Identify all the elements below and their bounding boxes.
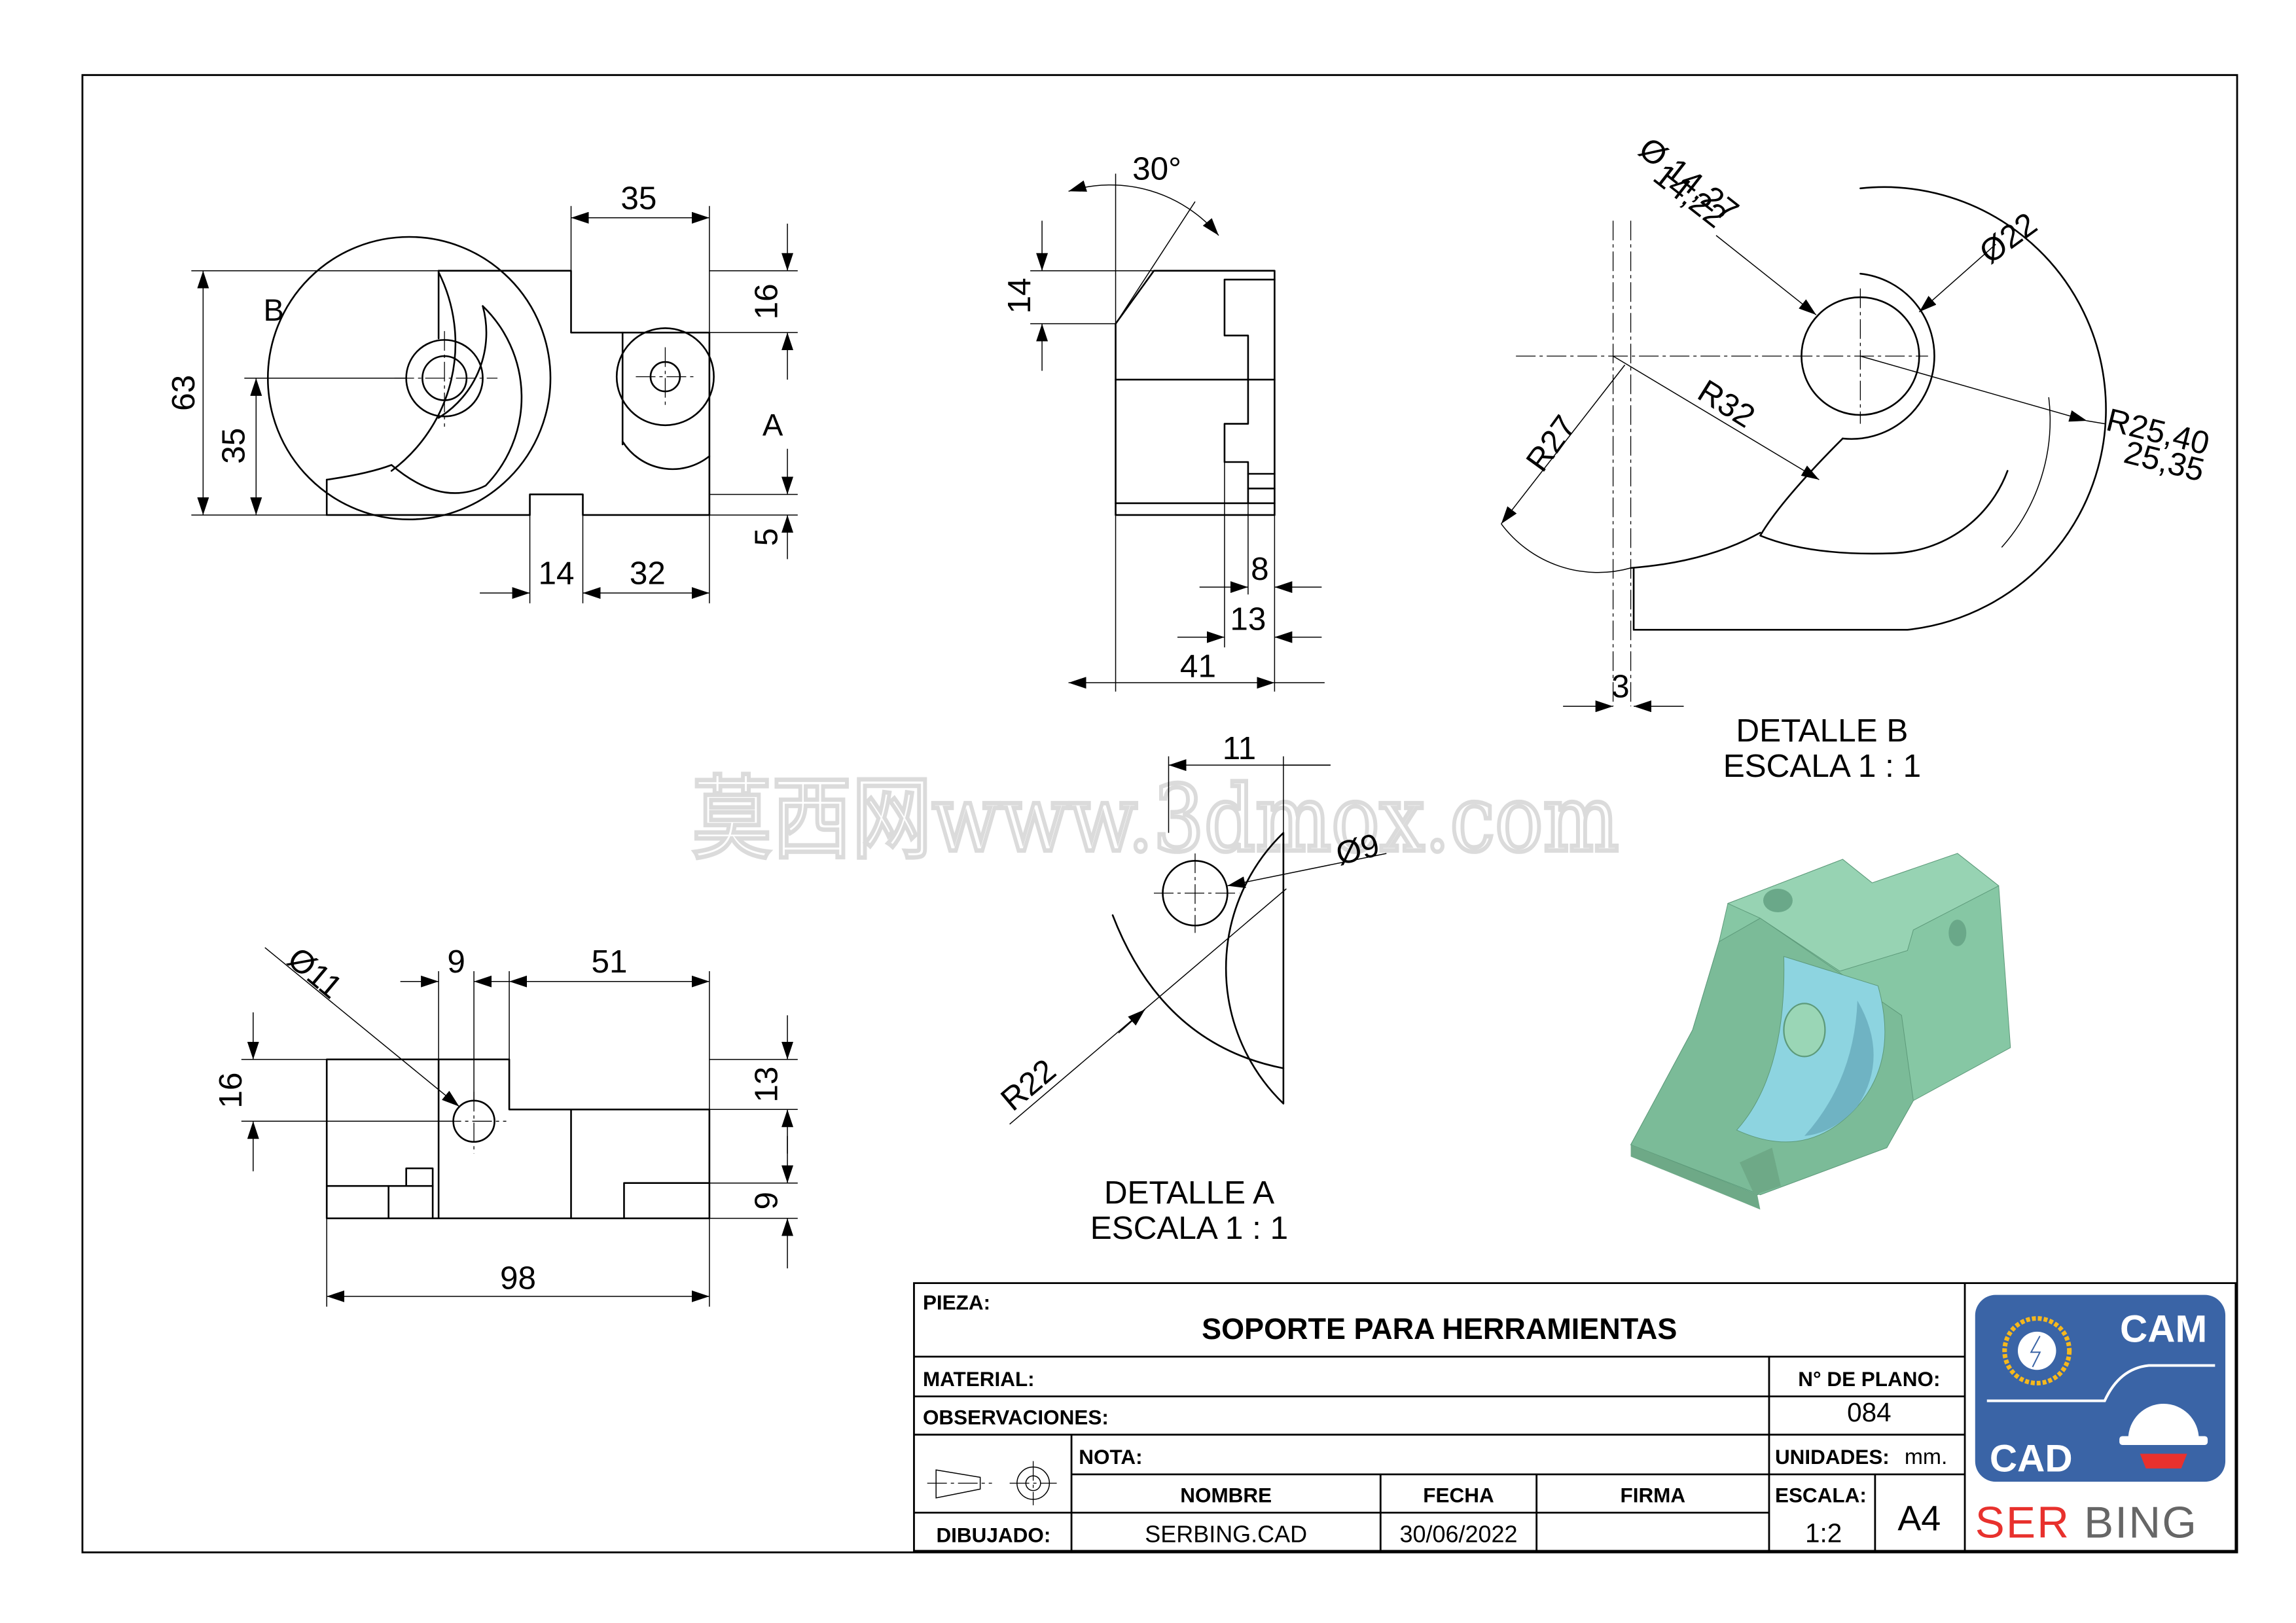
dim-side-14: 14	[1001, 277, 1037, 313]
logo-helmet-icon	[2119, 1403, 2208, 1469]
dim-top-98: 98	[500, 1260, 536, 1296]
dim-top-13: 13	[748, 1067, 784, 1103]
tb-plano-label: N° DE PLANO:	[1798, 1368, 1940, 1391]
dim-top-16: 16	[213, 1073, 249, 1109]
detail-b-scale: ESCALA 1 : 1	[1723, 748, 1921, 784]
detail-a-scale: ESCALA 1 : 1	[1090, 1210, 1288, 1246]
detail-a-title: DETALLE A	[1104, 1175, 1274, 1211]
iso-bottom-edge	[1630, 1145, 1761, 1210]
dim-deta-r22: R22	[994, 1052, 1063, 1118]
detail-b-title: DETALLE B	[1736, 713, 1908, 749]
dim-side-8: 8	[1251, 551, 1269, 587]
dim-detb-phi22: Ø22	[1973, 205, 2043, 270]
dim-front-14: 14	[539, 556, 575, 592]
tb-firma-header: FIRMA	[1620, 1484, 1685, 1507]
logo-swoosh	[1987, 1366, 2215, 1401]
tb-dibujado-fecha: 30/06/2022	[1399, 1520, 1517, 1547]
tb-dibujado-nombre: SERBING.CAD	[1145, 1520, 1307, 1547]
dim-deta-11: 11	[1223, 730, 1256, 766]
iso-body-top	[1728, 853, 1999, 971]
detail-b-view: Ø 14,27 14,22 Ø22 R32 R27 R25,40 25,35 3…	[1501, 130, 2213, 784]
logo-gear-icon	[2005, 1319, 2070, 1383]
view-label-b: B	[264, 293, 284, 328]
logo-brand-ser: SER	[1975, 1499, 2070, 1548]
dim-top-51: 51	[591, 944, 627, 980]
iso-inner-shadow	[1804, 1000, 1874, 1136]
tb-title: SOPORTE PARA HERRAMIENTAS	[1202, 1312, 1677, 1346]
watermark-text: 莫西网www.3dmox.com	[692, 766, 1619, 872]
tb-format: A4	[1897, 1499, 1941, 1538]
title-block: PIEZA: SOPORTE PARA HERRAMIENTAS MATERIA…	[914, 1283, 2235, 1551]
dim-detb-r27: R27	[1519, 409, 1583, 478]
tb-nombre-header: NOMBRE	[1180, 1484, 1272, 1507]
dim-detb-3: 3	[1611, 669, 1630, 705]
top-view: Ø11 9 51 16 13 9 98	[213, 940, 798, 1307]
logo-brand-bing: BING	[2084, 1499, 2198, 1548]
tb-nota-label: NOTA:	[1079, 1446, 1142, 1469]
view-label-a: A	[762, 408, 783, 443]
front-view: 35 16 63 35 5 14 32 B A	[166, 180, 798, 603]
logo-cad-text: CAD	[1990, 1437, 2073, 1480]
dim-top-phi11: Ø11	[281, 940, 349, 1006]
side-view: 30° 14 8 13 41	[1001, 151, 1325, 691]
dim-front-35-side: 35	[215, 428, 251, 464]
projection-symbol-icon	[927, 1461, 1057, 1505]
tb-observaciones-label: OBSERVACIONES:	[923, 1406, 1109, 1429]
tb-dibujado-label: DIBUJADO:	[936, 1524, 1050, 1546]
tb-pieza-label: PIEZA:	[923, 1291, 990, 1314]
tb-unidades-value: mm.	[1905, 1444, 1948, 1469]
dim-side-41: 41	[1180, 648, 1216, 684]
tb-escala-label: ESCALA:	[1775, 1484, 1867, 1507]
dim-top-9-right: 9	[748, 1192, 784, 1210]
sheet-border	[82, 75, 2237, 1552]
tb-plano-value: 084	[1847, 1397, 1892, 1427]
dim-front-5: 5	[748, 528, 784, 546]
iso-hole-top	[1763, 889, 1793, 913]
tb-unidades-label: UNIDADES:	[1775, 1446, 1890, 1469]
iso-slot	[1739, 1147, 1781, 1195]
dim-front-63: 63	[166, 375, 202, 411]
tb-material-label: MATERIAL:	[923, 1368, 1035, 1391]
tb-fecha-header: FECHA	[1423, 1484, 1494, 1507]
iso-hole-side	[1948, 919, 1967, 946]
dim-front-16: 16	[748, 283, 784, 319]
dim-side-13: 13	[1230, 601, 1266, 637]
isometric-3d-view	[1630, 853, 2011, 1210]
iso-boss	[1783, 1003, 1826, 1058]
dim-detb-r32: R32	[1692, 373, 1761, 435]
dim-top-9: 9	[447, 944, 465, 980]
dim-front-35-top: 35	[620, 180, 656, 216]
logo-cam-text: CAM	[2120, 1308, 2207, 1351]
dim-side-30deg: 30°	[1132, 151, 1181, 187]
serbing-logo: CAM CAD SER BING	[1975, 1294, 2226, 1548]
tb-escala-value: 1:2	[1805, 1518, 1842, 1548]
dim-front-32: 32	[630, 556, 666, 592]
